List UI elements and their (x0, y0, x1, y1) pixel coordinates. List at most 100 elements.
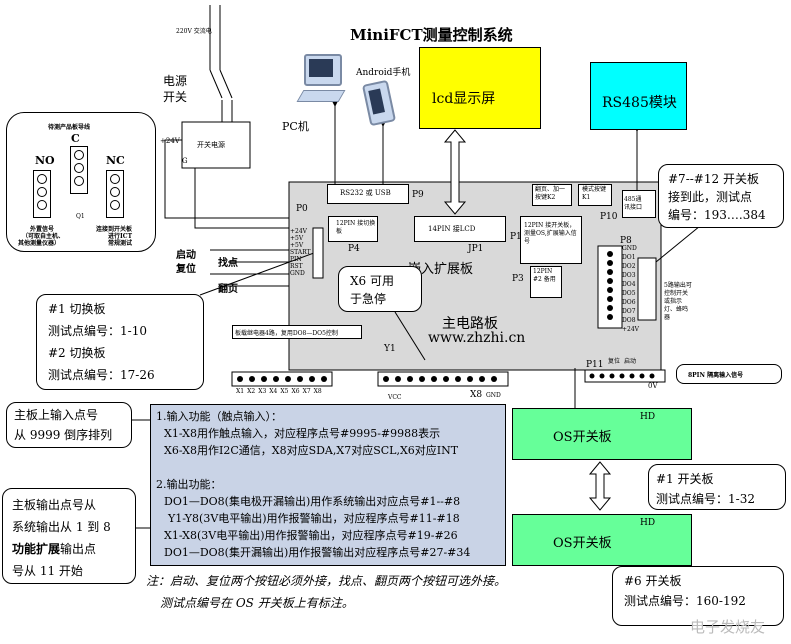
switch-board-callout (36, 294, 204, 390)
left-note-2: （可取自主机、 (22, 233, 65, 240)
switch-line-1: #1 切换板 (48, 302, 106, 316)
left-note-3: 其他测量仪器） (18, 240, 61, 247)
x-label: X5 (280, 388, 289, 395)
y1-label: Y1 (384, 344, 396, 354)
mode-button-block (578, 184, 612, 206)
x6-line-1: X6 可用 (350, 274, 394, 288)
rs485-port-label: 485通讯接口 (624, 196, 643, 211)
pin-label: GND (622, 245, 637, 252)
right-note-3: 常规测试 (108, 240, 133, 247)
board-7-12-line-1: #7--#12 开关板 (668, 172, 759, 186)
power-switch-label-2: 开关 (163, 90, 188, 104)
p11-start-label: 启动 (624, 358, 637, 365)
info-line: 2.输出功能： (156, 478, 222, 491)
os1-line-2: 测试点编号：1-32 (656, 492, 755, 506)
pin-label: DO5 (622, 290, 636, 297)
x-label: X1 (236, 388, 245, 395)
os1-callout (648, 464, 786, 510)
rs485-module-box (590, 62, 687, 130)
page-title: MiniFCT测量控制系统 (350, 26, 513, 44)
pin-label: DO4 (622, 281, 636, 288)
pc-label: PC机 (282, 120, 309, 133)
footnote-line-1: 注：启动、复位两个按钮必须外接，找点、翻页两个按钮可选外接。 (146, 574, 507, 588)
switch-line-2: 测试点编号：1-10 (48, 324, 147, 338)
x-terminal-labels: X1 X2 X3 X4 X5 X6 X7 X8 (236, 388, 322, 395)
output-points-line-4: 号从 11 开始 (12, 564, 83, 578)
pin8-label: 8PIN 隔离输入信号 (688, 372, 744, 379)
pin-label: DO2 (622, 263, 636, 270)
pin-label: RST (290, 263, 303, 270)
input-points-line-1: 主板上输入点号 (14, 408, 99, 422)
os-connector (520, 216, 582, 264)
rs232-label: RS232 或 USB (340, 189, 391, 197)
pin-label: GND (290, 270, 305, 277)
switch-board-connector-label: 12PIN 接切换板 (336, 220, 376, 235)
x-label: X4 (269, 388, 278, 395)
relay-no-label: NO (35, 154, 55, 167)
p11-0v-label: 0V (648, 382, 658, 390)
info-line: X1-X8用作触点输入，对应程序点号#9995-#9988表示 (164, 427, 441, 440)
os-board-1-hd: HD (640, 412, 656, 422)
os1-line-1: #1 开关板 (656, 472, 714, 486)
info-line: X6-X8用作I2C通信，X8对应SDA,X7对应SCL,X6对应INT (164, 444, 459, 457)
main-board-label: 主电路板 (442, 316, 498, 332)
output-points-line-2: 系统输出从 1 到 8 (12, 520, 111, 534)
input-points-line-2: 从 9999 倒序排列 (14, 428, 113, 442)
rs485-label: RS485模块 (602, 95, 677, 111)
switch-board-connector (328, 216, 378, 242)
info-line: DO1—DO8(集开漏输出)用作报警输出对应程序点号#27-#34 (164, 546, 471, 559)
right-note-1: 连接到开关板 (96, 226, 133, 233)
switch-line-4: 测试点编号：17-26 (48, 368, 155, 382)
power-supply-label: 开关电源 (197, 141, 225, 149)
x8-label: X8 (470, 390, 483, 400)
os-board-2-label: OS开关板 (553, 536, 612, 551)
pin-label: DO6 (622, 299, 636, 306)
gnd-label: G (182, 157, 188, 165)
relay-q1-label: Q1 (76, 213, 85, 220)
pin-label: PIN (290, 256, 302, 263)
x-label: X3 (258, 388, 267, 395)
plus24-label: +24V (160, 137, 180, 145)
board-7-12-callout (658, 164, 784, 228)
side-output-note: 5路输出可控制开关或指示灯、蜂鸣器 (664, 282, 692, 321)
spare-connector-label: 12PIN #2 备用 (533, 268, 556, 283)
power-supply (181, 121, 251, 169)
terminal-c (70, 146, 88, 194)
relay-c-label: C (71, 132, 80, 145)
pin8-callout (676, 364, 782, 384)
start-button-label-2: 复位 (176, 264, 196, 275)
pin-label: +24V (622, 326, 639, 333)
x-label: X7 (302, 388, 311, 395)
pin-label: DO3 (622, 272, 636, 279)
lcd-display-box (419, 47, 541, 129)
find-button-label: 找点 (218, 258, 238, 269)
left-note-1: 外置信号 (30, 226, 55, 233)
info-line (156, 459, 504, 476)
x-label: X2 (247, 388, 256, 395)
relay-note-box (232, 325, 362, 339)
p1-label: P1 (510, 232, 522, 242)
output-points-line-1: 主板输出点号从 (12, 498, 97, 512)
pin-label: +5V (290, 242, 304, 249)
os-board-2-hd: HD (640, 518, 656, 528)
os6-line-2: 测试点编号：160-192 (624, 594, 746, 608)
p8-label: P8 (620, 236, 632, 246)
p10-label: P10 (600, 212, 618, 222)
pin-label: DO7 (622, 308, 636, 315)
x-label: X6 (291, 388, 300, 395)
os-switch-board-2 (512, 514, 692, 566)
function-info-box (150, 404, 506, 566)
rs232-connector (327, 184, 409, 204)
p8-pin-labels: GND DO1 DO2 DO3 DO4 DO5 DO6 DO7 DO8 +24V (622, 244, 640, 334)
info-line: 1.输入功能（触点输入）： (156, 410, 282, 423)
os-switch-board-1 (512, 408, 692, 460)
expand-board-label: 嵌入扩展板 (408, 262, 474, 277)
mode-button-label: 模式按键K1 (582, 186, 607, 201)
lcd-connector (414, 216, 506, 242)
lcd-connector-label: 14PIN 接LCD (428, 225, 476, 233)
x6-estop-callout (338, 266, 422, 312)
os6-line-1: #6 开关板 (624, 574, 682, 588)
x-label: X8 (313, 388, 322, 395)
gnd-bottom-label: GND (486, 392, 501, 399)
input-points-callout (6, 402, 132, 448)
